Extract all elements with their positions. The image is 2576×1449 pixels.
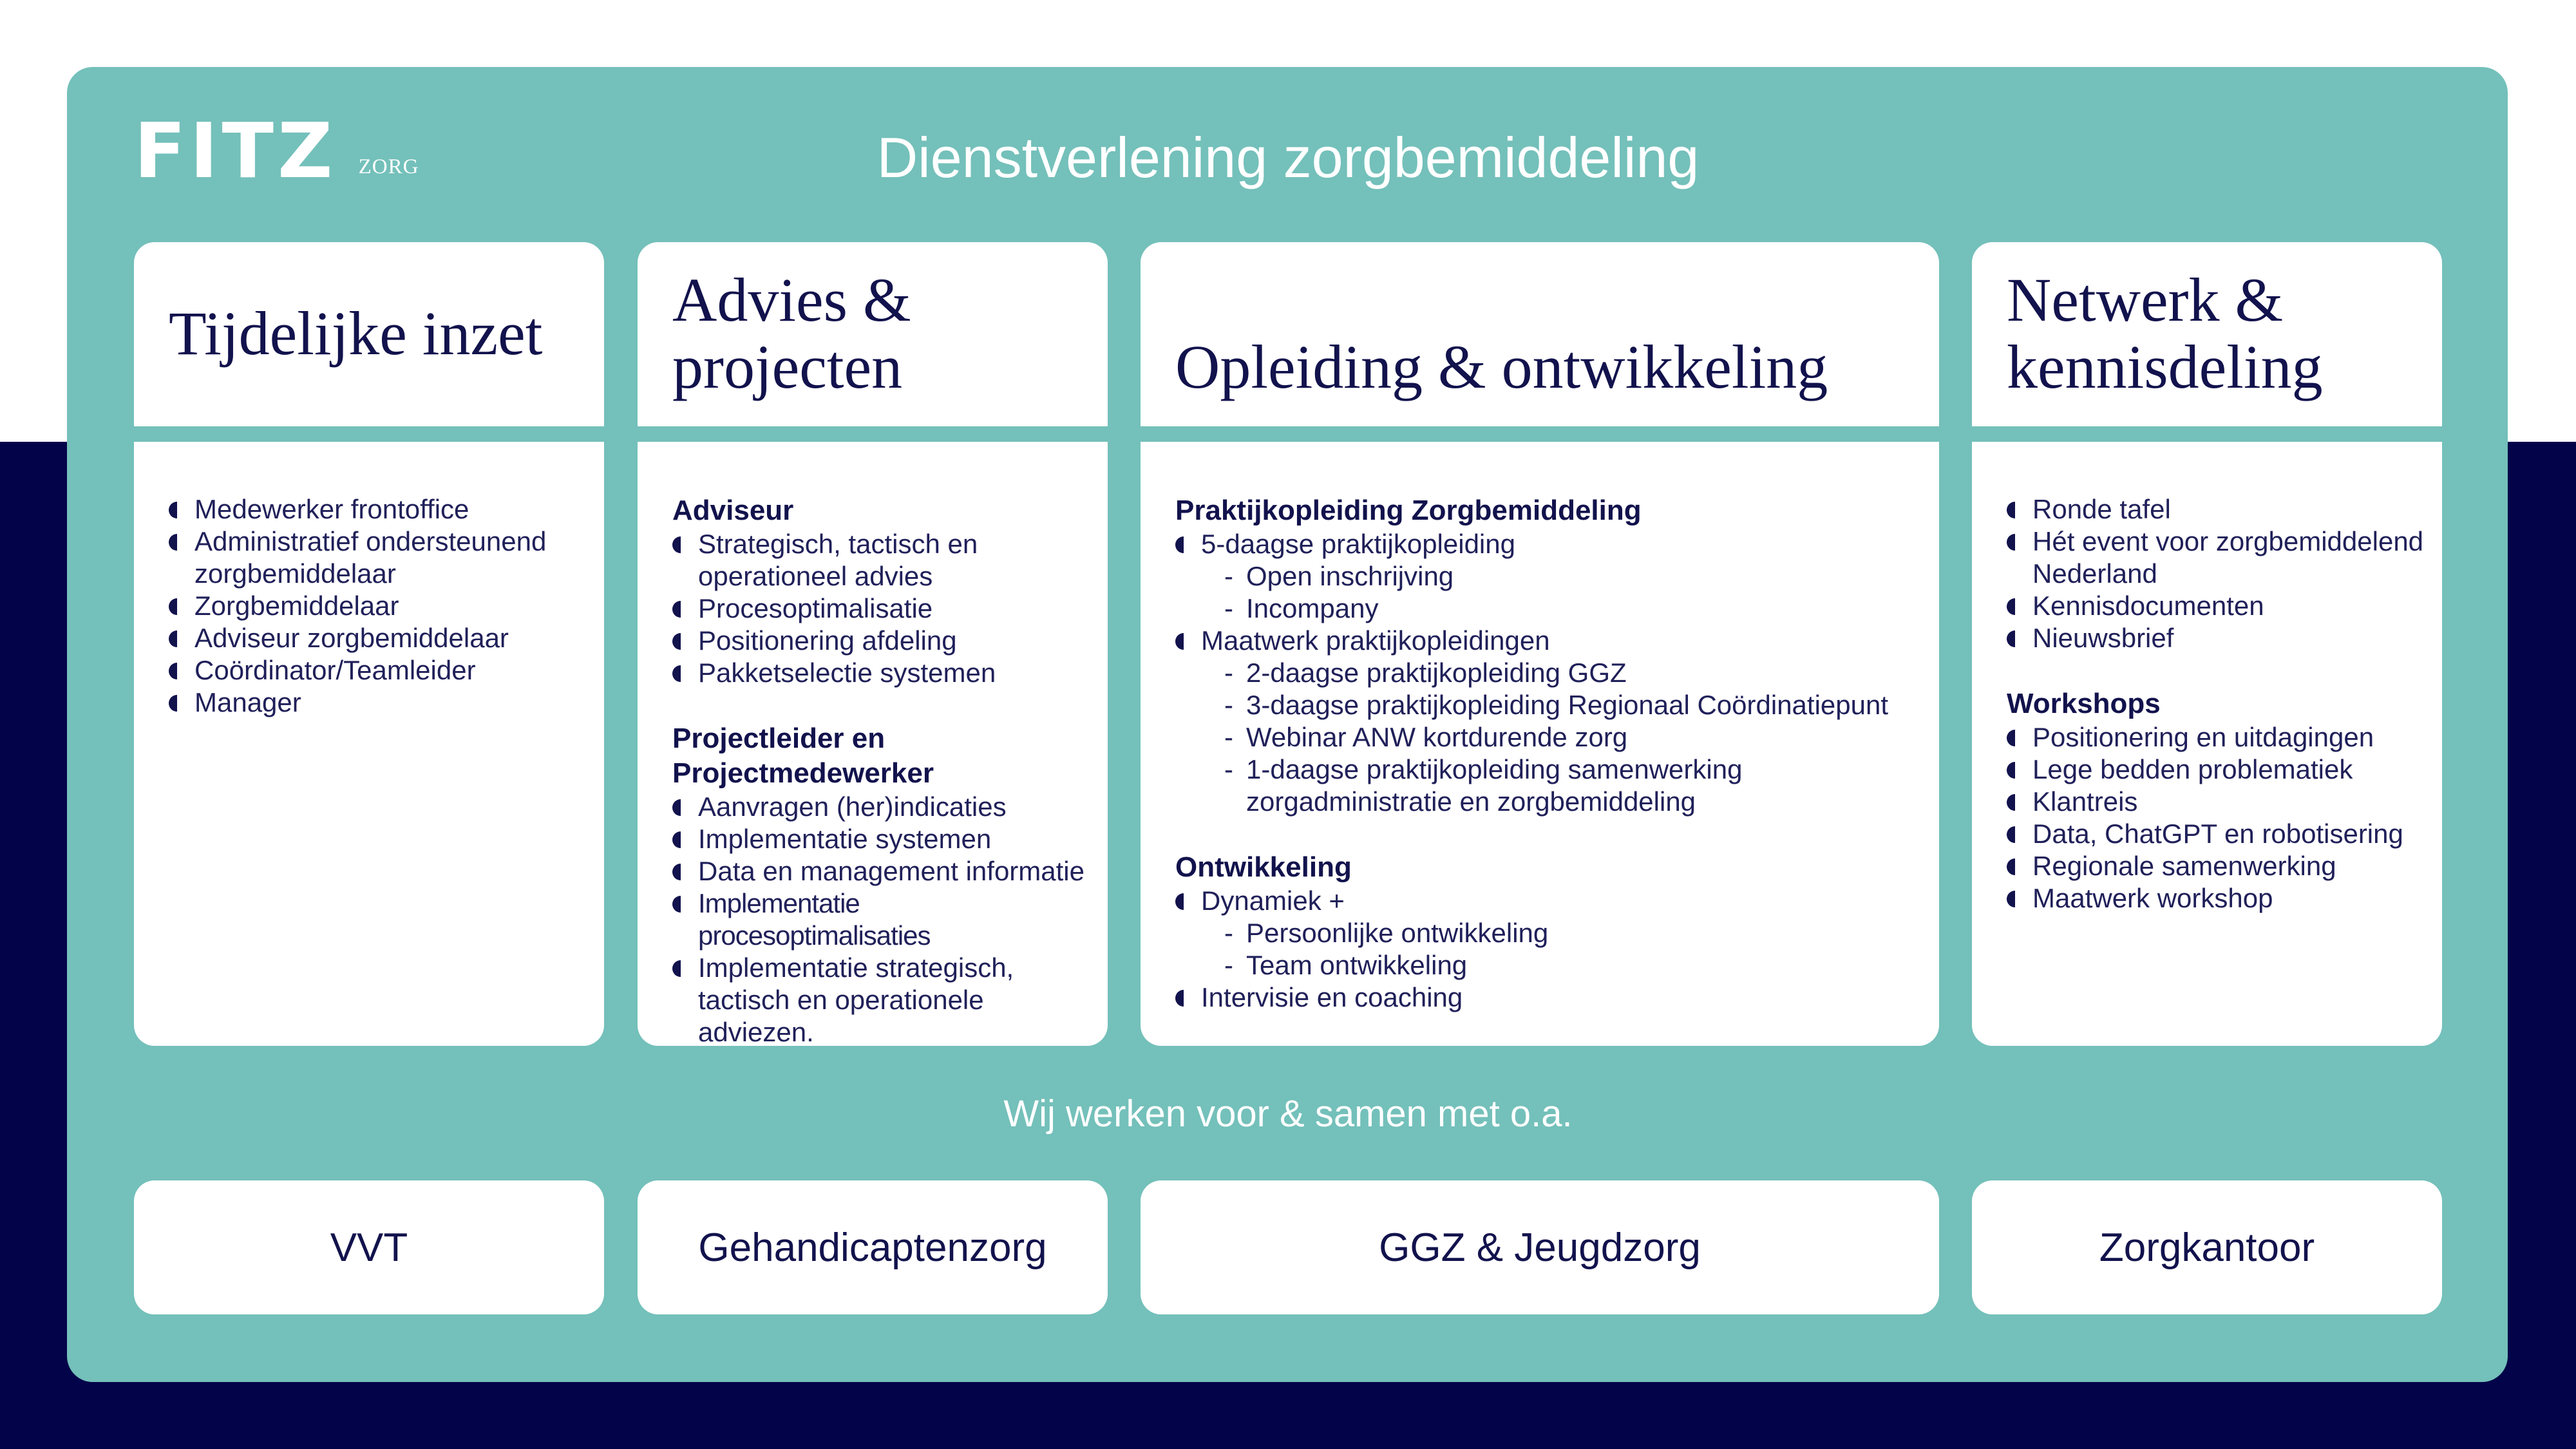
list-item: Maatwerk praktijkopleidingen <box>1175 625 1926 657</box>
sub-list-item: Persoonlijke ontwikkeling <box>1175 917 1926 949</box>
list-item: Positionering en uitdagingen <box>2007 721 2429 753</box>
list-item: Coördinator/Teamleider <box>169 654 591 687</box>
sub-list-item: Open inschrijving <box>1175 560 1926 592</box>
sub-list-item: 1-daagse praktijkopleiding samenwerking … <box>1175 753 1926 818</box>
card-title: Opleiding & ontwikkeling <box>1175 332 1828 401</box>
sub-list-item: Team ontwikkeling <box>1175 949 1926 981</box>
list-item: Manager <box>169 687 591 719</box>
card-header-netwerk-kennisdeling: Netwerk & kennisdeling <box>1972 242 2442 426</box>
sub-list-item: Webinar ANW kortdurende zorg <box>1175 721 1926 753</box>
list-item-label: Intervisie en coaching <box>1201 982 1463 1012</box>
card-header-advies-projecten: Advies & projecten <box>638 242 1108 426</box>
list-item: Pakketselectie systemen <box>672 657 1095 689</box>
list-item: Aanvragen (her)indicaties <box>672 791 1095 823</box>
list-item: Administratief ondersteunend zorgbemidde… <box>169 526 591 590</box>
sector-card-vvt: VVT <box>134 1180 604 1314</box>
list-item: Implementatie strategisch, tactisch en o… <box>672 952 1095 1048</box>
list-item: Klantreis <box>2007 786 2429 818</box>
list-item: Procesoptimalisatie <box>672 592 1095 625</box>
list-item: Ronde tafel <box>2007 493 2429 526</box>
fitz-zorg-logo: FITZ ZORG <box>134 106 419 195</box>
card-header-tijdelijke-inzet: Tijdelijke inzet <box>134 242 604 426</box>
list-item-label: Maatwerk praktijkopleidingen <box>1201 625 1550 656</box>
section-heading: Projectleider en Projectmedewerker <box>672 723 934 789</box>
list-item-label: 5-daagse praktijkopleiding <box>1201 529 1515 559</box>
logo-subtext: ZORG <box>358 155 419 178</box>
list-item: Implementatie procesoptimalisaties <box>672 887 1095 952</box>
sub-list-item: 2-daagse praktijkopleiding GGZ <box>1175 657 1926 689</box>
page-title: Dienstverlening zorgbemiddeling <box>876 126 1700 189</box>
list-item: Regionale samenwerking <box>2007 850 2429 882</box>
list-item: Data, ChatGPT en robotisering <box>2007 818 2429 850</box>
sub-list-item: Incompany <box>1175 592 1926 625</box>
card-header-opleiding-ontwikkeling: Opleiding & ontwikkeling <box>1141 242 1939 426</box>
list-item: Lege bedden problematiek <box>2007 753 2429 786</box>
list-item: Maatwerk workshop <box>2007 882 2429 914</box>
card-title: Advies & projecten <box>672 265 911 401</box>
sector-card-ggz-jeugdzorg: GGZ & Jeugdzorg <box>1141 1180 1939 1314</box>
list-item: Strategisch, tactisch en operationeel ad… <box>672 528 1095 592</box>
section-heading: Adviseur <box>672 495 794 526</box>
sector-card-gehandicaptenzorg: Gehandicaptenzorg <box>638 1180 1108 1314</box>
list-item: Hét event voor zorgbemiddelend Nederland <box>2007 526 2429 590</box>
list-item: Data en management informatie <box>672 855 1095 887</box>
list-item: Adviseur zorgbemiddelaar <box>169 622 591 654</box>
list-item: Intervisie en coaching <box>1175 981 1926 1014</box>
partners-title: Wij werken voor & samen met o.a. <box>1003 1093 1573 1135</box>
list-item-label: Dynamiek + <box>1201 886 1345 916</box>
section-heading: Praktijkopleiding Zorgbemiddeling <box>1175 495 1642 526</box>
sub-list-item: 3-daagse praktijkopleiding Regionaal Coö… <box>1175 689 1926 721</box>
card-title: Tijdelijke inzet <box>169 299 543 368</box>
list-item: Positionering afdeling <box>672 625 1095 657</box>
card-title: Netwerk & kennisdeling <box>2007 265 2323 401</box>
list-item: Nieuwsbrief <box>2007 622 2429 654</box>
list-item: Dynamiek + <box>1175 885 1926 917</box>
card-body-netwerk-kennisdeling: Ronde tafel Hét event voor zorgbemiddele… <box>1972 442 2442 1046</box>
section-heading: Ontwikkeling <box>1175 851 1352 883</box>
list-item: Zorgbemiddelaar <box>169 590 591 622</box>
card-body-tijdelijke-inzet: Medewerker frontoffice Administratief on… <box>134 442 604 1046</box>
section-heading: Workshops <box>2007 688 2161 719</box>
list-item: 5-daagse praktijkopleiding <box>1175 528 1926 560</box>
list-item: Implementatie systemen <box>672 823 1095 855</box>
card-body-opleiding-ontwikkeling: Praktijkopleiding Zorgbemiddeling 5-daag… <box>1141 442 1939 1046</box>
list-item: Kennisdocumenten <box>2007 590 2429 622</box>
list-item: Medewerker frontoffice <box>169 493 591 526</box>
logo-mark: FITZ <box>134 106 337 195</box>
sector-card-zorgkantoor: Zorgkantoor <box>1972 1180 2442 1314</box>
card-body-advies-projecten: Adviseur Strategisch, tactisch en operat… <box>638 442 1108 1048</box>
